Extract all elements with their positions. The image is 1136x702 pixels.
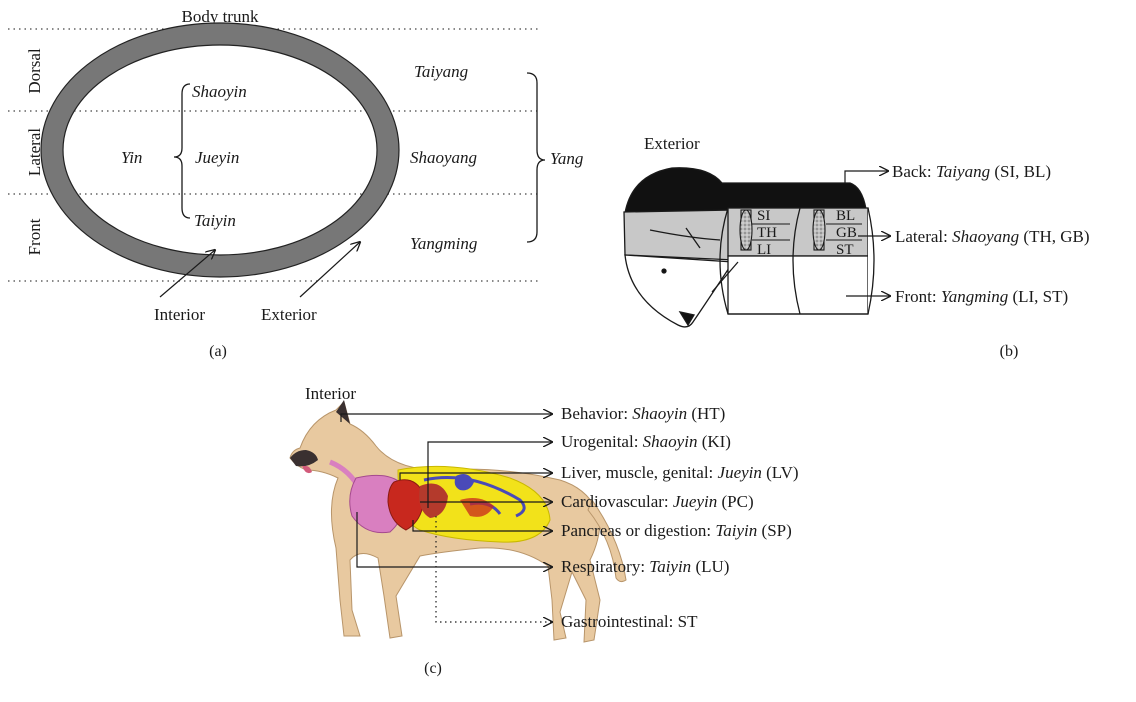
yin-brace	[174, 84, 190, 218]
label-yin: Yin	[121, 148, 142, 167]
side-label-dorsal: Dorsal	[25, 48, 44, 94]
label-yangming: Yangming	[410, 234, 477, 253]
label-behavior: Behavior: Shaoyin (HT)	[561, 404, 725, 423]
label-cardiovascular: Cardiovascular: Jueyin (PC)	[561, 492, 754, 511]
code-gb: GB	[836, 225, 857, 241]
code-si: SI	[757, 208, 770, 224]
label-exterior: Exterior	[261, 305, 317, 324]
label-urogenital: Urogenital: Shaoyin (KI)	[561, 432, 731, 451]
label-back: Back: Taiyang (SI, BL)	[892, 162, 1051, 181]
label-pancreas: Pancreas or digestion: Taiyin (SP)	[561, 521, 792, 540]
label-shaoyang: Shaoyang	[410, 148, 477, 167]
caption-a: (a)	[209, 343, 227, 360]
label-shaoyin: Shaoyin	[192, 82, 247, 101]
yang-brace	[527, 73, 545, 242]
side-label-front: Front	[25, 218, 44, 255]
code-st: ST	[836, 242, 854, 258]
panel-c-interior: Interior	[305, 384, 356, 403]
label-lateral: Lateral: Shaoyang (TH, GB)	[895, 227, 1090, 246]
label-gastrointestinal: Gastrointestinal: ST	[561, 612, 698, 631]
panel-b: Exterior	[624, 134, 1090, 360]
label-respiratory: Respiratory: Taiyin (LU)	[561, 557, 729, 576]
caption-c: (c)	[424, 660, 442, 677]
label-front: Front: Yangming (LI, ST)	[895, 287, 1068, 306]
caption-b: (b)	[1000, 343, 1019, 360]
label-taiyang: Taiyang	[414, 62, 468, 81]
panel-b-exterior: Exterior	[644, 134, 700, 153]
label-taiyin: Taiyin	[194, 211, 236, 230]
back-callout	[845, 171, 888, 183]
label-liver: Liver, muscle, genital: Jueyin (LV)	[561, 463, 799, 482]
label-yang: Yang	[550, 149, 583, 168]
label-jueyin: Jueyin	[195, 148, 239, 167]
connector-behavior	[341, 414, 552, 422]
code-th: TH	[757, 225, 777, 241]
label-interior: Interior	[154, 305, 205, 324]
code-li: LI	[757, 242, 771, 258]
panel-a: Body trunk Dorsal Lateral Front Shaoyin …	[8, 7, 583, 360]
panel-c: Interior Be	[290, 384, 799, 677]
code-bl: BL	[836, 208, 855, 224]
